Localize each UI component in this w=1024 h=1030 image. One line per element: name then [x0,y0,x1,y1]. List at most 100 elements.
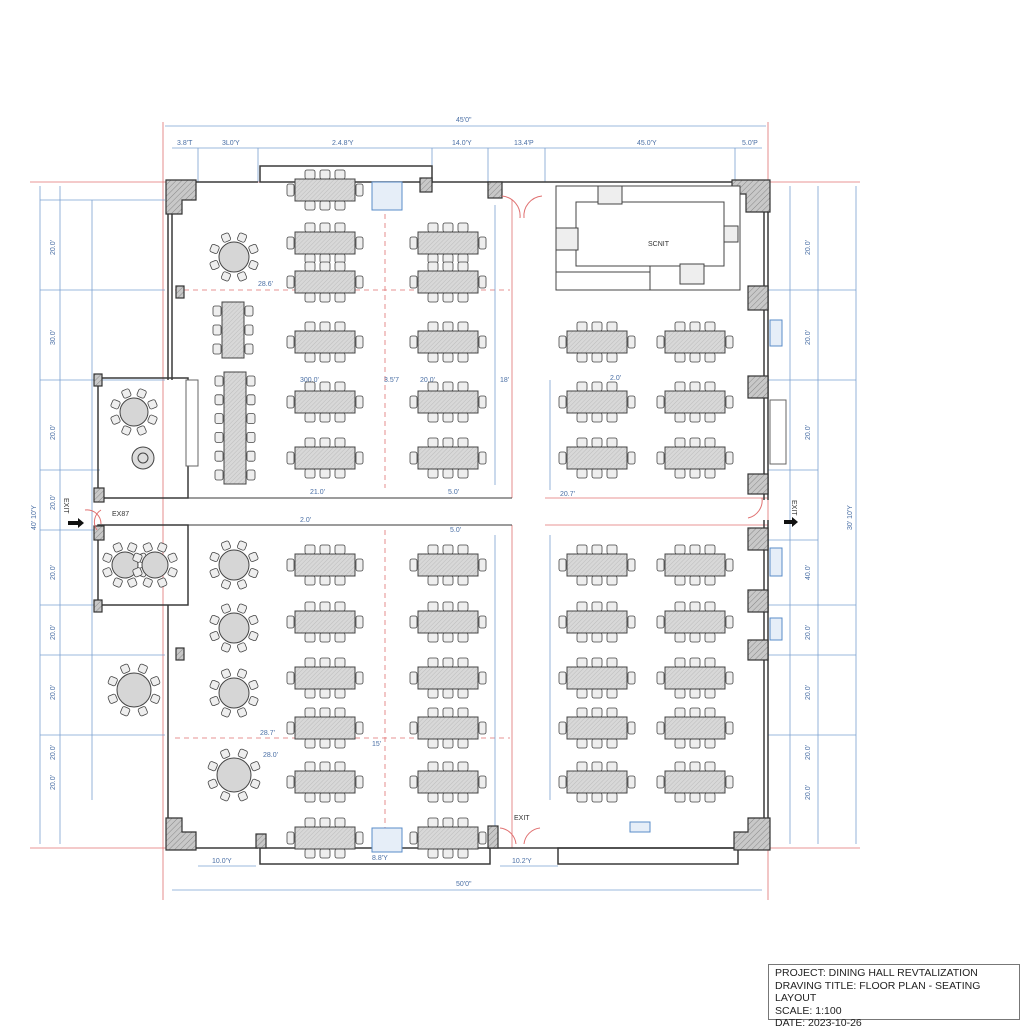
chair [409,451,418,465]
round-table[interactable] [209,603,259,653]
rectangular-table[interactable] [409,817,487,859]
chair [576,381,588,392]
rectangular-table[interactable] [558,321,636,363]
chair [725,615,734,629]
rectangular-table[interactable] [286,437,364,479]
rectangular-table[interactable] [286,761,364,803]
rectangular-table[interactable] [409,381,487,423]
rectangular-table[interactable] [558,601,636,643]
rectangular-table[interactable] [286,707,364,749]
rectangular-table[interactable] [656,381,734,423]
rectangular-table[interactable] [286,601,364,643]
chair [304,381,316,392]
round-table[interactable] [132,542,178,588]
rectangular-table[interactable] [409,222,487,264]
rectangular-table[interactable] [286,261,364,303]
chair [674,544,686,555]
rectangular-table[interactable] [656,601,734,643]
chair [478,775,487,789]
chair [209,260,220,271]
rectangular-table[interactable] [656,544,734,586]
chair [427,292,439,303]
chair [606,688,618,699]
chair [355,558,364,572]
rectangular-table[interactable] [286,657,364,699]
round-table[interactable] [102,542,148,588]
rectangular-table[interactable] [558,761,636,803]
round-table[interactable] [110,388,158,436]
round-table[interactable] [107,663,161,717]
chair [409,236,418,250]
rectangular-table[interactable] [656,321,734,363]
rectangular-table[interactable] [656,657,734,699]
table-top [566,716,628,740]
chair [442,657,454,668]
chair [427,601,439,612]
rectangular-table[interactable] [656,761,734,803]
round-table[interactable] [209,540,259,590]
rectangular-table[interactable] [409,437,487,479]
rectangular-table[interactable] [286,544,364,586]
rectangular-table[interactable] [409,261,487,303]
rectangular-table[interactable] [558,657,636,699]
chair [427,632,439,643]
chair [689,352,701,363]
doors[interactable] [84,195,763,845]
rectangular-table[interactable] [558,544,636,586]
chair [137,663,148,674]
chair [120,663,131,674]
chair [334,468,346,479]
chair [591,707,603,718]
rectangular-table[interactable] [656,707,734,749]
chair [209,696,220,707]
rectangular-table[interactable] [286,169,364,211]
chair [167,567,178,578]
rectangular-table[interactable] [409,601,487,643]
chair [319,817,331,828]
chair [674,437,686,448]
chair [334,657,346,668]
round-table[interactable] [207,748,261,802]
chair [248,696,259,707]
chair [427,761,439,772]
rectangular-table[interactable] [286,222,364,264]
chair [409,615,418,629]
rectangular-table[interactable] [409,761,487,803]
round-table[interactable] [209,668,259,718]
long-table[interactable] [212,301,254,359]
round-table[interactable] [209,232,259,282]
chair [457,632,469,643]
chair [442,222,454,233]
rectangular-table[interactable] [558,381,636,423]
rectangular-table[interactable] [558,437,636,479]
rectangular-table[interactable] [409,657,487,699]
rectangular-table[interactable] [286,381,364,423]
long-table[interactable] [214,371,256,485]
rectangular-table[interactable] [286,321,364,363]
rectangular-table[interactable] [409,321,487,363]
chair [457,544,469,555]
chair [576,738,588,749]
dim-left-segment: 20.0' [50,240,57,255]
rectangular-table[interactable] [656,437,734,479]
chair [214,413,224,425]
table-top [664,330,726,354]
table-top [218,549,250,581]
table-top [566,553,628,577]
chair [558,775,567,789]
chair [689,738,701,749]
round-table[interactable] [131,446,155,470]
chair [558,451,567,465]
dim-left-segment: 20.0' [50,685,57,700]
kitchen [555,185,741,291]
chair [167,552,178,563]
rectangular-table[interactable] [409,544,487,586]
chair [704,381,716,392]
chair [107,676,118,687]
rectangular-table[interactable] [286,817,364,859]
table-top [417,826,479,850]
rectangular-table[interactable] [558,707,636,749]
chair [334,200,346,211]
rectangular-table[interactable] [409,707,487,749]
chair [304,169,316,180]
